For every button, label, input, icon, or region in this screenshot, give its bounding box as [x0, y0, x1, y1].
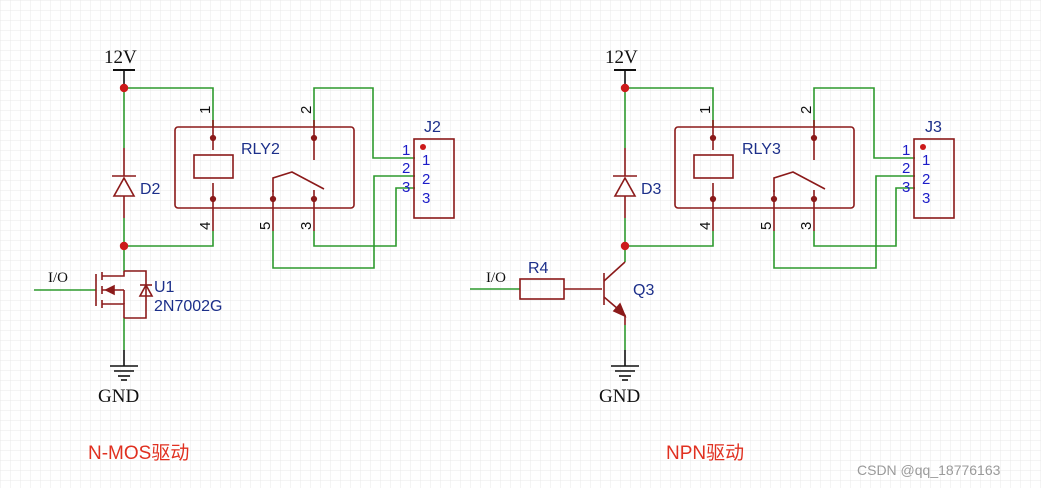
connector-pin-inner-1: 1 — [922, 152, 930, 169]
connector-pin-inner-1: 1 — [422, 152, 430, 169]
io-label: I/O — [48, 270, 68, 286]
relay-pin-5: 5 — [758, 222, 775, 230]
transistor-part-label: 2N7002G — [154, 298, 223, 315]
nmos-circuit: 12V D2 — [34, 47, 455, 464]
npn-transistor-q3[interactable] — [603, 261, 627, 325]
power-symbol-12v[interactable]: 12V — [104, 47, 137, 88]
relay-label: RLY2 — [241, 141, 280, 158]
relay-pin-4: 4 — [197, 222, 214, 230]
wire-net — [34, 87, 415, 350]
junction-dot — [620, 241, 630, 251]
junction-dot — [119, 83, 129, 93]
relay-pin-3: 3 — [298, 222, 315, 230]
ground-symbol[interactable] — [110, 350, 138, 381]
connector-pin-inner-2: 2 — [422, 171, 430, 188]
io-label: I/O — [486, 270, 506, 286]
wire-net — [470, 87, 915, 350]
power-symbol-12v[interactable]: 12V — [605, 47, 638, 88]
connector-pin-outer-2: 2 — [402, 160, 410, 177]
connector-pin-inner-3: 3 — [422, 190, 430, 207]
resistor-label: R4 — [528, 260, 549, 277]
supply-label: 12V — [104, 47, 137, 68]
connector-pin-outer-3: 3 — [902, 179, 910, 196]
circuit-caption: NPN驱动 — [666, 442, 744, 464]
connector-pin-outer-2: 2 — [902, 160, 910, 177]
relay-pin-1: 1 — [697, 106, 714, 114]
connector-pin-outer-3: 3 — [402, 179, 410, 196]
ground-symbol[interactable] — [611, 350, 639, 381]
connector-j3[interactable] — [913, 138, 955, 219]
connector-label: J2 — [424, 119, 441, 136]
ground-label: GND — [98, 386, 139, 407]
supply-label: 12V — [605, 47, 638, 68]
connector-label: J3 — [925, 119, 942, 136]
resistor-r4[interactable] — [519, 278, 602, 300]
transistor-label: U1 — [154, 279, 175, 296]
circuit-caption: N-MOS驱动 — [88, 442, 189, 464]
npn-circuit: 12V D3 — [470, 47, 955, 464]
relay-rly2[interactable] — [174, 120, 355, 231]
nmos-transistor-u1[interactable] — [95, 270, 154, 319]
relay-pin-1: 1 — [197, 106, 214, 114]
relay-pin-2: 2 — [798, 106, 815, 114]
transistor-label: Q3 — [633, 282, 654, 299]
diode-label: D2 — [140, 181, 161, 198]
connector-pin-outer-1: 1 — [902, 142, 910, 159]
relay-pin-5: 5 — [257, 222, 274, 230]
connector-pin-inner-2: 2 — [922, 171, 930, 188]
ground-label: GND — [599, 386, 640, 407]
diode-label: D3 — [641, 181, 662, 198]
relay-pin-4: 4 — [697, 222, 714, 230]
connector-j2[interactable] — [413, 138, 455, 219]
relay-label: RLY3 — [742, 141, 781, 158]
diode-d2[interactable] — [112, 148, 136, 218]
relay-pin-3: 3 — [798, 222, 815, 230]
connector-pin-inner-3: 3 — [922, 190, 930, 207]
junction-dot — [119, 241, 129, 251]
diode-d3[interactable] — [613, 148, 637, 218]
junction-dot — [620, 83, 630, 93]
watermark: CSDN @qq_18776163 — [857, 462, 1001, 478]
relay-pin-2: 2 — [298, 106, 315, 114]
relay-rly3[interactable] — [674, 120, 855, 231]
connector-pin-outer-1: 1 — [402, 142, 410, 159]
